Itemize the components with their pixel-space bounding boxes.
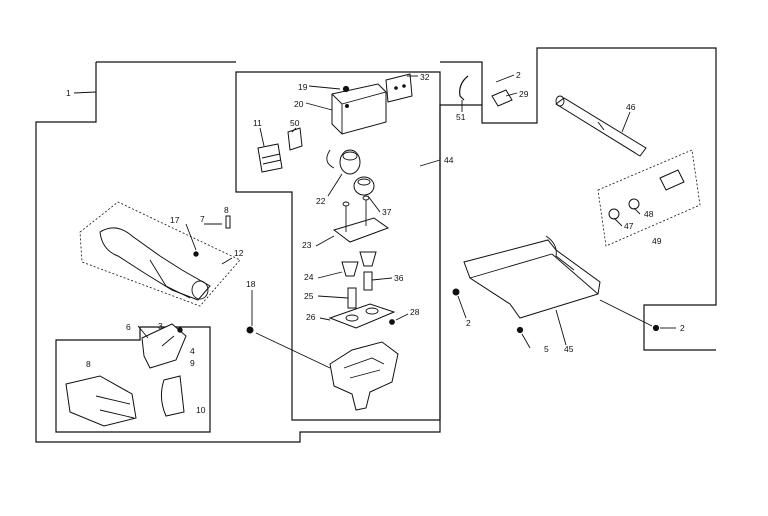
part-20-tube: [331, 83, 387, 135]
group-6-boundary: [55, 326, 211, 433]
callout: 3: [158, 321, 163, 331]
part-17-screw: [193, 251, 199, 257]
part-22-nut: [339, 149, 361, 175]
callout: 8: [86, 359, 91, 369]
part-7-pin: [225, 215, 231, 229]
callout: 51: [456, 112, 466, 122]
callout: 46: [626, 102, 636, 112]
callout: 17: [170, 215, 180, 225]
group-12-boundary: [79, 201, 241, 307]
callout: 22: [316, 196, 326, 206]
part-36-pin: [363, 271, 373, 291]
part-18-nut: [246, 326, 254, 334]
callout: 32: [420, 72, 430, 82]
callout: 2: [516, 70, 521, 80]
callout: 23: [302, 240, 312, 250]
part-11-clip: [257, 143, 283, 173]
part-37-fitting: [353, 176, 375, 196]
callout: 5: [544, 344, 549, 354]
callout: 48: [644, 209, 654, 219]
callout: 4: [190, 346, 195, 356]
callout: 1: [66, 88, 71, 98]
part-25-pin: [347, 287, 357, 309]
callout: 25: [304, 291, 314, 301]
callout: 37: [382, 207, 392, 217]
callout: 7: [200, 214, 205, 224]
part-6-bracket: [141, 323, 187, 369]
part-45-bracket: [463, 239, 601, 319]
callout: 29: [519, 89, 529, 99]
callout: 6: [126, 322, 131, 332]
callout: 47: [624, 221, 634, 231]
part-19-screw: [342, 85, 350, 93]
callout: 45: [564, 344, 574, 354]
callout: 49: [652, 236, 662, 246]
part-23-plate: [332, 217, 390, 243]
part-51-wire: [459, 75, 469, 101]
callout: 18: [246, 279, 256, 289]
part-50-clip: [287, 127, 303, 151]
callout: 28: [410, 307, 420, 317]
part-46-tube: [555, 97, 647, 157]
part-48-fitting: [628, 198, 640, 210]
part-32-plate: [385, 73, 413, 103]
part-10-clip: [160, 375, 185, 417]
part-47-fitting: [608, 208, 620, 220]
callout: 20: [294, 99, 304, 109]
callout: 44: [444, 155, 454, 165]
callout: 24: [304, 272, 314, 282]
part-12-handle: [99, 227, 211, 301]
callout: 26: [306, 312, 316, 322]
callout: 8: [224, 205, 229, 215]
leader-lines: [73, 74, 676, 369]
callout: 2: [680, 323, 685, 333]
part-valve-body: [329, 341, 399, 411]
part-28-screw: [389, 319, 395, 325]
callout: 9: [190, 358, 195, 368]
group-49-boundary: [597, 149, 701, 247]
callout: 19: [298, 82, 308, 92]
part-24-orifice: [341, 261, 359, 277]
part-26-gasket: [328, 303, 396, 329]
callout: 2: [466, 318, 471, 328]
part-8-igniter: [65, 375, 137, 427]
callouts: 1 19 32 20 11 50 22 37 51 2 29 46 44 7 8…: [66, 70, 685, 415]
assembly-1-top-right-edge: [440, 61, 483, 105]
part-29-clip: [491, 89, 513, 107]
callout: 50: [290, 118, 300, 128]
callout: 36: [394, 273, 404, 283]
callout: 10: [196, 405, 206, 415]
callout: 12: [234, 248, 244, 258]
group-44-boundary: [235, 71, 441, 421]
callout: 11: [253, 118, 262, 128]
